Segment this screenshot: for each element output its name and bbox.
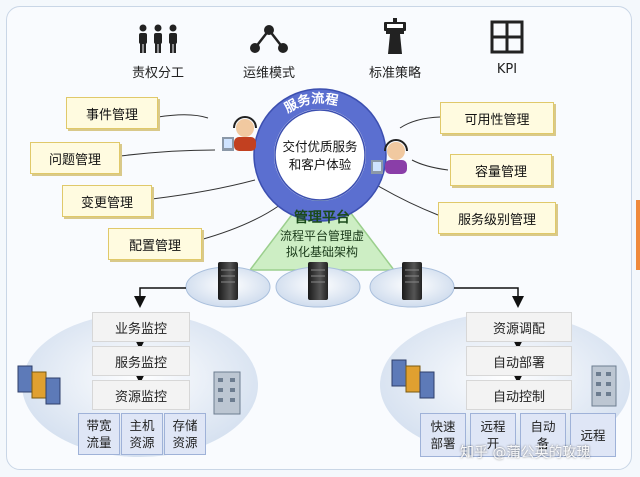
top-item-standards: 标准策略 bbox=[350, 18, 440, 81]
top-item-roles: 责权分工 bbox=[118, 24, 198, 81]
stack-auto-control: 自动控制 bbox=[466, 380, 572, 410]
box-incident-mgmt: 事件管理 bbox=[66, 97, 158, 129]
server-rack-icon bbox=[17, 365, 61, 405]
top-item-label: 责权分工 bbox=[131, 66, 184, 81]
top-item-label: 运维模式 bbox=[242, 66, 295, 81]
top-item-kpi: KPI bbox=[472, 20, 542, 77]
building-icon bbox=[213, 371, 241, 415]
service-process-ring bbox=[254, 89, 386, 221]
resource-bandwidth: 带宽流量 bbox=[78, 413, 120, 455]
ring-arc-label: 服务流程 bbox=[282, 91, 339, 117]
platform-title: 管理平台 bbox=[294, 210, 350, 226]
box-config-mgmt: 配置管理 bbox=[108, 228, 202, 260]
stack-service-monitoring: 服务监控 bbox=[92, 346, 190, 376]
support-agent-icon bbox=[222, 116, 257, 151]
ring-inner bbox=[274, 109, 366, 201]
ring-center-text: 交付优质服务 和客户体验 bbox=[282, 139, 358, 172]
action-auto-backup: 自动备 bbox=[520, 413, 566, 457]
box-capacity-mgmt: 容量管理 bbox=[450, 154, 552, 186]
box-availability-mgmt: 可用性管理 bbox=[440, 102, 554, 134]
server-rack-icon bbox=[391, 359, 435, 399]
box-service-level-mgmt: 服务级别管理 bbox=[438, 202, 556, 234]
resource-host: 主机资源 bbox=[121, 413, 163, 455]
top-item-label: 标准策略 bbox=[368, 66, 421, 81]
action-remote: 远程 bbox=[570, 413, 616, 457]
control-tower-icon bbox=[384, 18, 406, 54]
building-icon bbox=[591, 365, 617, 407]
accent-bar bbox=[636, 200, 640, 270]
grid-icon bbox=[490, 20, 524, 54]
action-remote-open: 远程开 bbox=[470, 413, 516, 457]
people-icon bbox=[139, 24, 177, 53]
action-fast-deploy: 快速部署 bbox=[420, 413, 466, 457]
stack-resource-allocation: 资源调配 bbox=[466, 312, 572, 342]
support-agent-icon bbox=[371, 139, 408, 174]
platform-description: 流程平台管理虚 拟化基础架构 bbox=[279, 229, 364, 259]
watermark: 知乎 @蒲公英的玫瑰 bbox=[460, 445, 591, 461]
stack-resource-monitoring: 资源监控 bbox=[92, 380, 190, 410]
resource-storage: 存储资源 bbox=[164, 413, 206, 455]
box-problem-mgmt: 问题管理 bbox=[30, 142, 120, 174]
stack-auto-deploy: 自动部署 bbox=[466, 346, 572, 376]
stack-business-monitoring: 业务监控 bbox=[92, 312, 190, 342]
server-cloud bbox=[185, 262, 271, 308]
server-cloud bbox=[369, 262, 455, 308]
box-change-mgmt: 变更管理 bbox=[62, 185, 152, 217]
link-arrows bbox=[134, 287, 524, 308]
server-cloud bbox=[275, 262, 361, 308]
top-item-label: KPI bbox=[496, 62, 518, 77]
network-nodes-icon bbox=[250, 25, 288, 53]
top-item-mode: 运维模式 bbox=[224, 24, 314, 81]
